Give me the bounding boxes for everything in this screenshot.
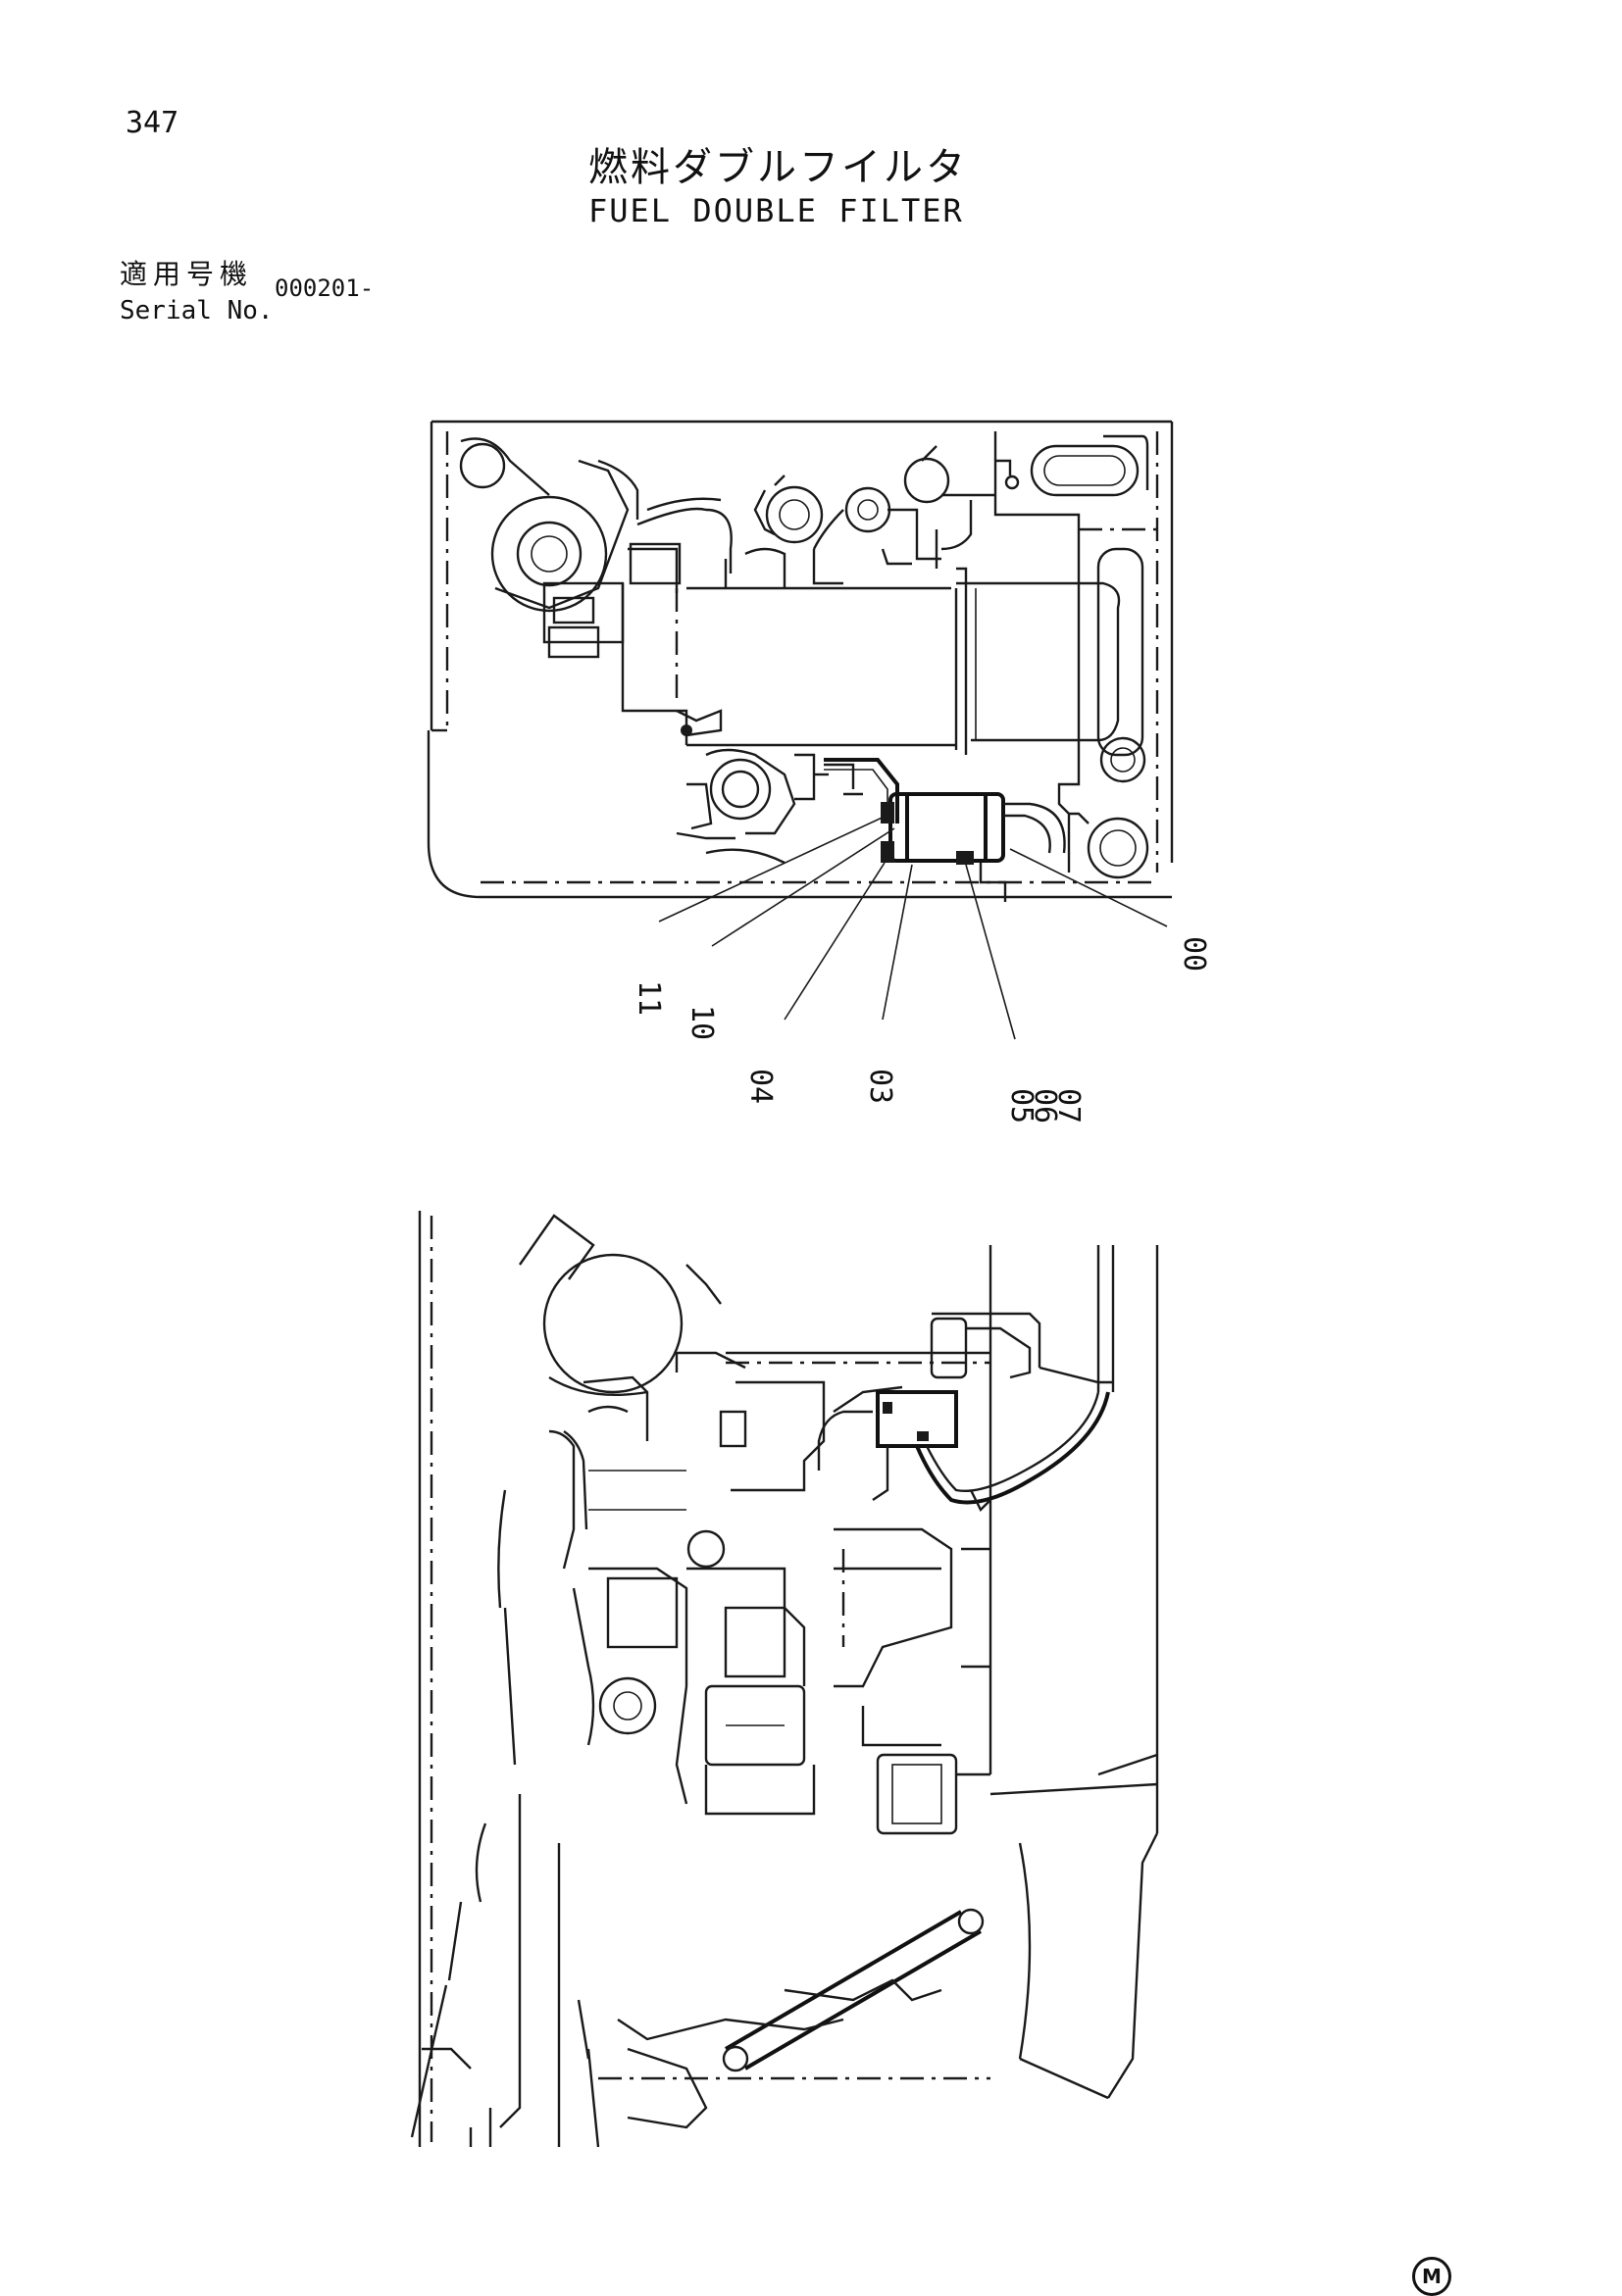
side-view-engine (410, 1211, 1159, 2148)
title-english: FUEL DOUBLE FILTER (588, 192, 964, 229)
callout-05: 05 (1004, 1088, 1039, 1123)
serial-value: 000201- (275, 275, 375, 302)
fuel-double-filter (881, 792, 1066, 902)
callout-06: 06 (1028, 1088, 1062, 1123)
callout-07: 07 (1051, 1088, 1086, 1123)
callout-00: 00 (1177, 936, 1211, 972)
callout-04: 04 (743, 1069, 778, 1104)
page-marker: M (1412, 2257, 1451, 2296)
serial-label-english: Serial No. (120, 296, 274, 325)
serial-label-japanese: 適用号機 (120, 258, 254, 290)
top-view-engine (427, 420, 1174, 1040)
callout-11: 11 (632, 980, 666, 1016)
callout-labels: 11 10 04 03 05 06 07 00 (632, 936, 1211, 1123)
page-number: 347 (126, 106, 179, 140)
callout-03: 03 (863, 1069, 897, 1104)
callout-10: 10 (684, 1005, 719, 1040)
title-japanese: 燃料ダブルフイルタ (588, 145, 968, 190)
